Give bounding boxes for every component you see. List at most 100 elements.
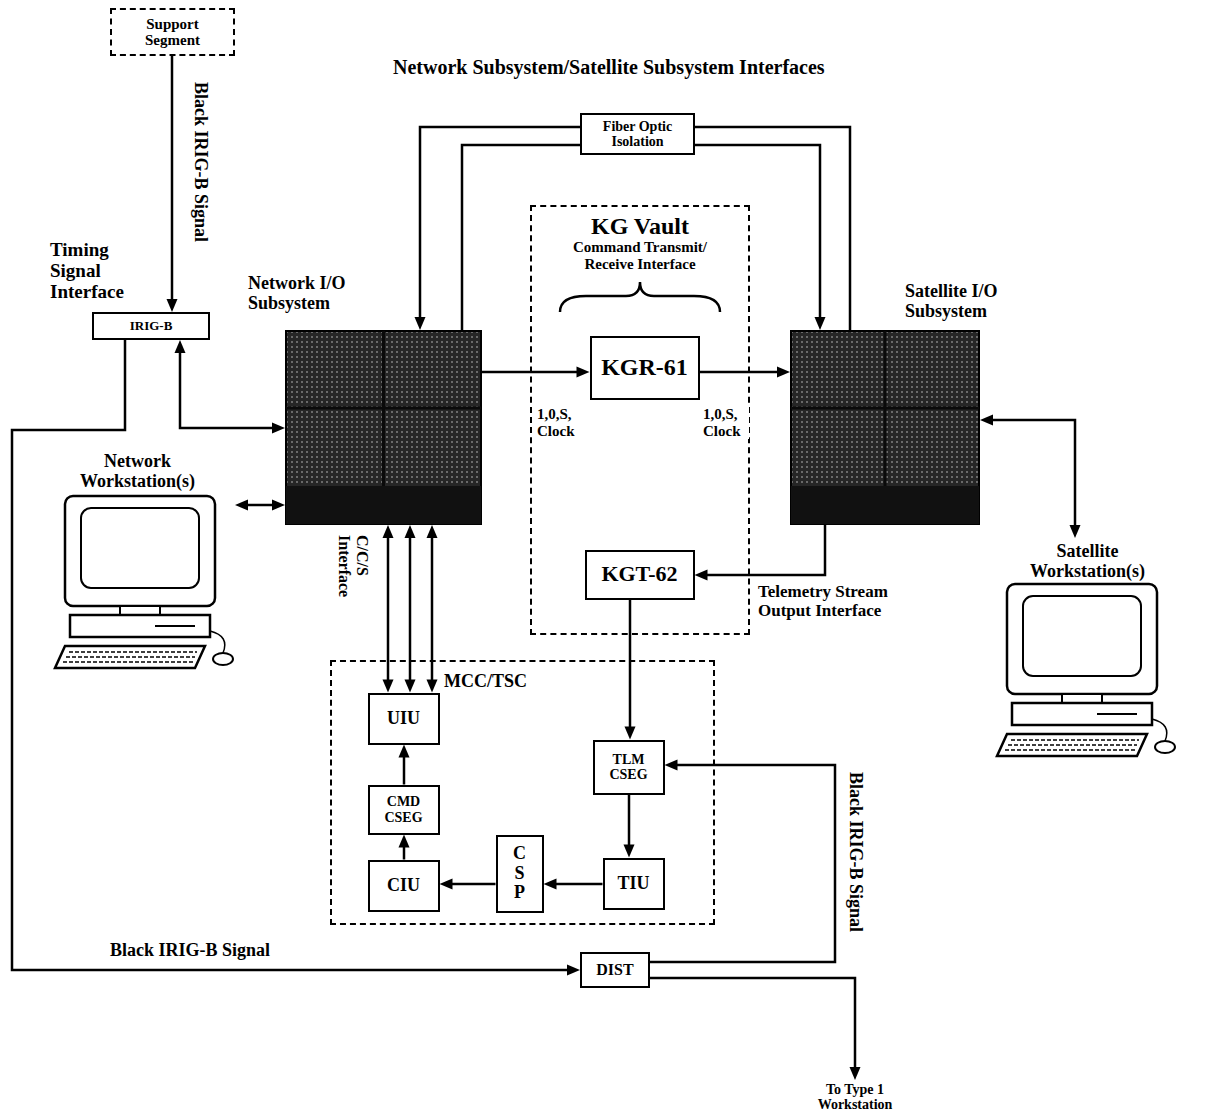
computer-part <box>65 496 215 606</box>
connector <box>462 145 580 330</box>
connector <box>625 600 636 740</box>
node-label: CMD CSEG <box>376 794 432 825</box>
connector-line <box>420 127 580 322</box>
arrowhead <box>427 680 438 693</box>
connector <box>399 745 410 785</box>
edge-label: Black IRIG-B Signal <box>190 82 210 242</box>
computer-part <box>1005 749 1135 751</box>
edge-label: Black IRIG-B Signal <box>110 941 270 961</box>
computer-part <box>66 656 195 658</box>
computer-part <box>210 631 225 653</box>
edge-label: Black IRIG-B Signal <box>845 772 865 932</box>
process-box: CSP <box>496 835 544 913</box>
support-segment-box: Support Segment <box>110 8 235 56</box>
workstation: Network Workstation(s) <box>40 448 235 670</box>
cabinet-part <box>791 486 979 524</box>
connector <box>383 525 394 693</box>
arrowhead <box>624 845 635 858</box>
node-label: IRIG-B <box>130 319 173 333</box>
heading-wrap: KG VaultCommand Transmit/ Receive Interf… <box>532 213 748 272</box>
connector <box>167 56 178 312</box>
arrowhead <box>577 367 590 378</box>
cabinet-part <box>286 331 481 524</box>
arrowhead <box>235 500 248 511</box>
connector-line <box>171 56 174 304</box>
arrowhead <box>1070 525 1081 538</box>
arrowhead <box>272 500 285 511</box>
computer-part <box>213 653 233 665</box>
arrowhead <box>427 525 438 538</box>
computer-part <box>1012 703 1152 725</box>
connector-line <box>180 348 277 428</box>
cabinet-part <box>791 407 979 410</box>
connector-line <box>629 600 632 732</box>
connector <box>235 500 285 511</box>
connector <box>700 367 791 378</box>
cabinet-part <box>286 486 481 524</box>
computer-part <box>69 651 197 653</box>
heading-wrap: Satellite I/O Subsystem <box>905 282 1035 322</box>
node-label: Fiber Optic Isolation <box>590 119 685 150</box>
process-box: TIU <box>603 858 665 910</box>
control-center-region: MCC/TSCUIU TLM CSEG CMD CSEG CSP CIU TIU <box>330 660 715 925</box>
crypto-box: KGT-62 <box>585 550 695 600</box>
connector <box>624 795 635 858</box>
annotation-label: To Type 1 Workstation <box>790 1082 920 1113</box>
edge-label: 1,0,S, Clock <box>703 406 749 439</box>
node-label: CSP <box>511 844 529 903</box>
process-box: CMD CSEG <box>368 785 440 835</box>
computer-part <box>70 615 210 637</box>
connector-line <box>988 420 1075 530</box>
interface-brace <box>560 282 720 312</box>
edge-label: Telemetry Stream Output Interface <box>758 583 938 620</box>
computer-part <box>1152 719 1167 741</box>
connector-line <box>703 525 826 575</box>
connector-line <box>695 127 850 330</box>
computer-part <box>1007 584 1157 694</box>
node-label: TLM CSEG <box>601 752 657 783</box>
connector-line <box>448 883 496 886</box>
process-box: UIU <box>368 693 440 745</box>
arrowhead <box>272 423 285 434</box>
node-label: Satellite I/O Subsystem <box>905 282 1035 322</box>
cabinet-drawing <box>285 330 482 525</box>
crypto-box: KGR-61 <box>590 336 700 400</box>
node-label: Network I/O Subsystem <box>248 274 398 314</box>
process-box: CIU <box>368 860 440 912</box>
arrowhead <box>850 1067 861 1080</box>
node-label: CIU <box>387 876 420 896</box>
arrowhead <box>399 745 410 758</box>
node-label: KG Vault <box>532 213 748 239</box>
arrowhead <box>405 680 416 693</box>
connector <box>482 367 590 378</box>
node-label: TIU <box>617 874 649 894</box>
cabinet-part <box>791 331 979 524</box>
connector-line <box>695 145 820 322</box>
computer-part <box>1008 744 1137 746</box>
heading-wrap: MCC/TSC <box>444 672 527 692</box>
connector <box>175 340 286 434</box>
node-label: MCC/TSC <box>444 672 527 692</box>
arrowhead <box>175 340 186 353</box>
connector <box>399 835 410 860</box>
computer-part <box>1155 741 1175 753</box>
arrowhead <box>405 525 416 538</box>
arrowhead <box>777 367 790 378</box>
annotation-label: Timing Signal Interface <box>50 240 145 303</box>
edge-label: 1,0,S, Clock <box>537 406 595 439</box>
cabinet-drawing <box>790 330 980 525</box>
annotation-label: C/C/S Interface <box>336 535 371 625</box>
arrowhead <box>383 525 394 538</box>
connector <box>405 525 416 693</box>
connector <box>695 127 850 330</box>
node-label: Support Segment <box>133 16 213 49</box>
subsystem-cabinet: Network I/O Subsystem <box>285 330 482 525</box>
timing-device: IRIG-B <box>92 312 210 340</box>
connector-line <box>650 765 835 962</box>
connector-line <box>700 371 783 374</box>
node-label: Command Transmit/ Receive Interface <box>555 239 725 272</box>
computer-part <box>55 646 205 668</box>
connector <box>427 525 438 693</box>
subsystem-cabinet: Satellite I/O Subsystem <box>790 330 980 525</box>
